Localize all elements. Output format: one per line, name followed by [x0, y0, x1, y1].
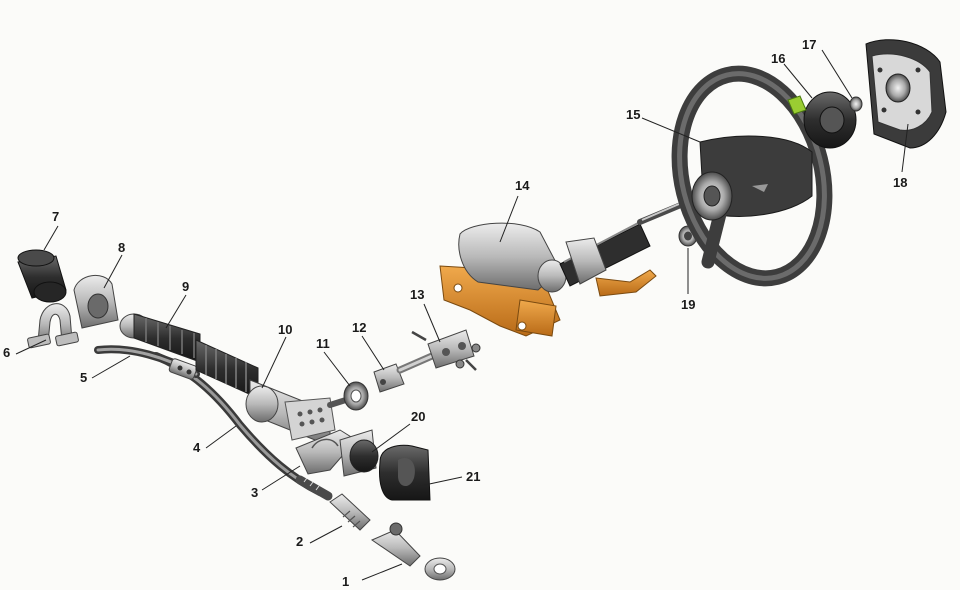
part-steering-rack	[119, 313, 259, 399]
part-retaining-nut	[849, 96, 863, 112]
leader-lines	[15, 49, 909, 581]
part-rubber-cushion	[379, 444, 431, 501]
part-universal-joint	[411, 329, 481, 371]
callout-3: 3	[251, 485, 259, 500]
leader-line-20	[371, 423, 411, 453]
leader-line-17	[821, 49, 853, 99]
leader-line-16	[783, 63, 813, 99]
callout-12: 12	[352, 320, 367, 335]
part-tie-rod-end	[370, 522, 456, 581]
part-adjusting-sleeve	[329, 493, 371, 531]
part-steering-mechanism-housing	[245, 379, 355, 447]
part-rubber-bushing	[17, 249, 67, 303]
callout-13: 13	[410, 287, 425, 302]
part-steering-column	[439, 199, 691, 337]
leader-line-7	[43, 225, 59, 251]
callout-14: 14	[515, 178, 530, 193]
callout-20: 20	[411, 409, 426, 424]
leader-line-3	[261, 465, 301, 491]
leader-line-2	[309, 525, 343, 544]
leader-line-12	[361, 335, 385, 371]
part-rack-support	[339, 429, 379, 477]
leader-line-8	[103, 254, 123, 289]
part-seal	[343, 381, 369, 411]
callout-18: 18	[893, 175, 908, 190]
leader-line-9	[165, 294, 187, 329]
callout-10: 10	[278, 322, 293, 337]
callout-9: 9	[182, 279, 190, 294]
callout-17: 17	[802, 37, 817, 52]
part-support-bushing	[73, 275, 119, 329]
callout-7: 7	[52, 209, 60, 224]
callout-4: 4	[193, 440, 201, 455]
callout-5: 5	[80, 370, 88, 385]
callout-6: 6	[3, 345, 11, 360]
part-left-tie-rod	[94, 345, 200, 380]
leader-line-6	[15, 339, 47, 355]
callout-1: 1	[342, 574, 350, 589]
callout-21: 21	[466, 469, 481, 484]
leader-line-21	[419, 476, 463, 487]
leader-line-10	[261, 336, 287, 389]
callout-2: 2	[296, 534, 304, 549]
leader-line-13	[423, 303, 441, 343]
callout-8: 8	[118, 240, 126, 255]
callout-19: 19	[681, 297, 696, 312]
leader-line-15	[641, 117, 701, 143]
leader-line-1	[361, 563, 403, 581]
part-clamp	[27, 303, 79, 349]
part-clock-spring	[787, 91, 857, 149]
part-intermediate-shaft	[373, 352, 436, 393]
leader-line-18	[901, 123, 909, 173]
callout-11: 11	[316, 336, 330, 351]
leader-line-11	[323, 351, 351, 387]
part-airbag-module	[865, 39, 947, 149]
leader-line-5	[91, 355, 131, 379]
callout-15: 15	[626, 107, 641, 122]
part-steering-wheel	[671, 65, 833, 287]
callout-16: 16	[771, 51, 786, 66]
leader-line-14	[499, 195, 519, 243]
leader-line-4	[205, 425, 237, 449]
